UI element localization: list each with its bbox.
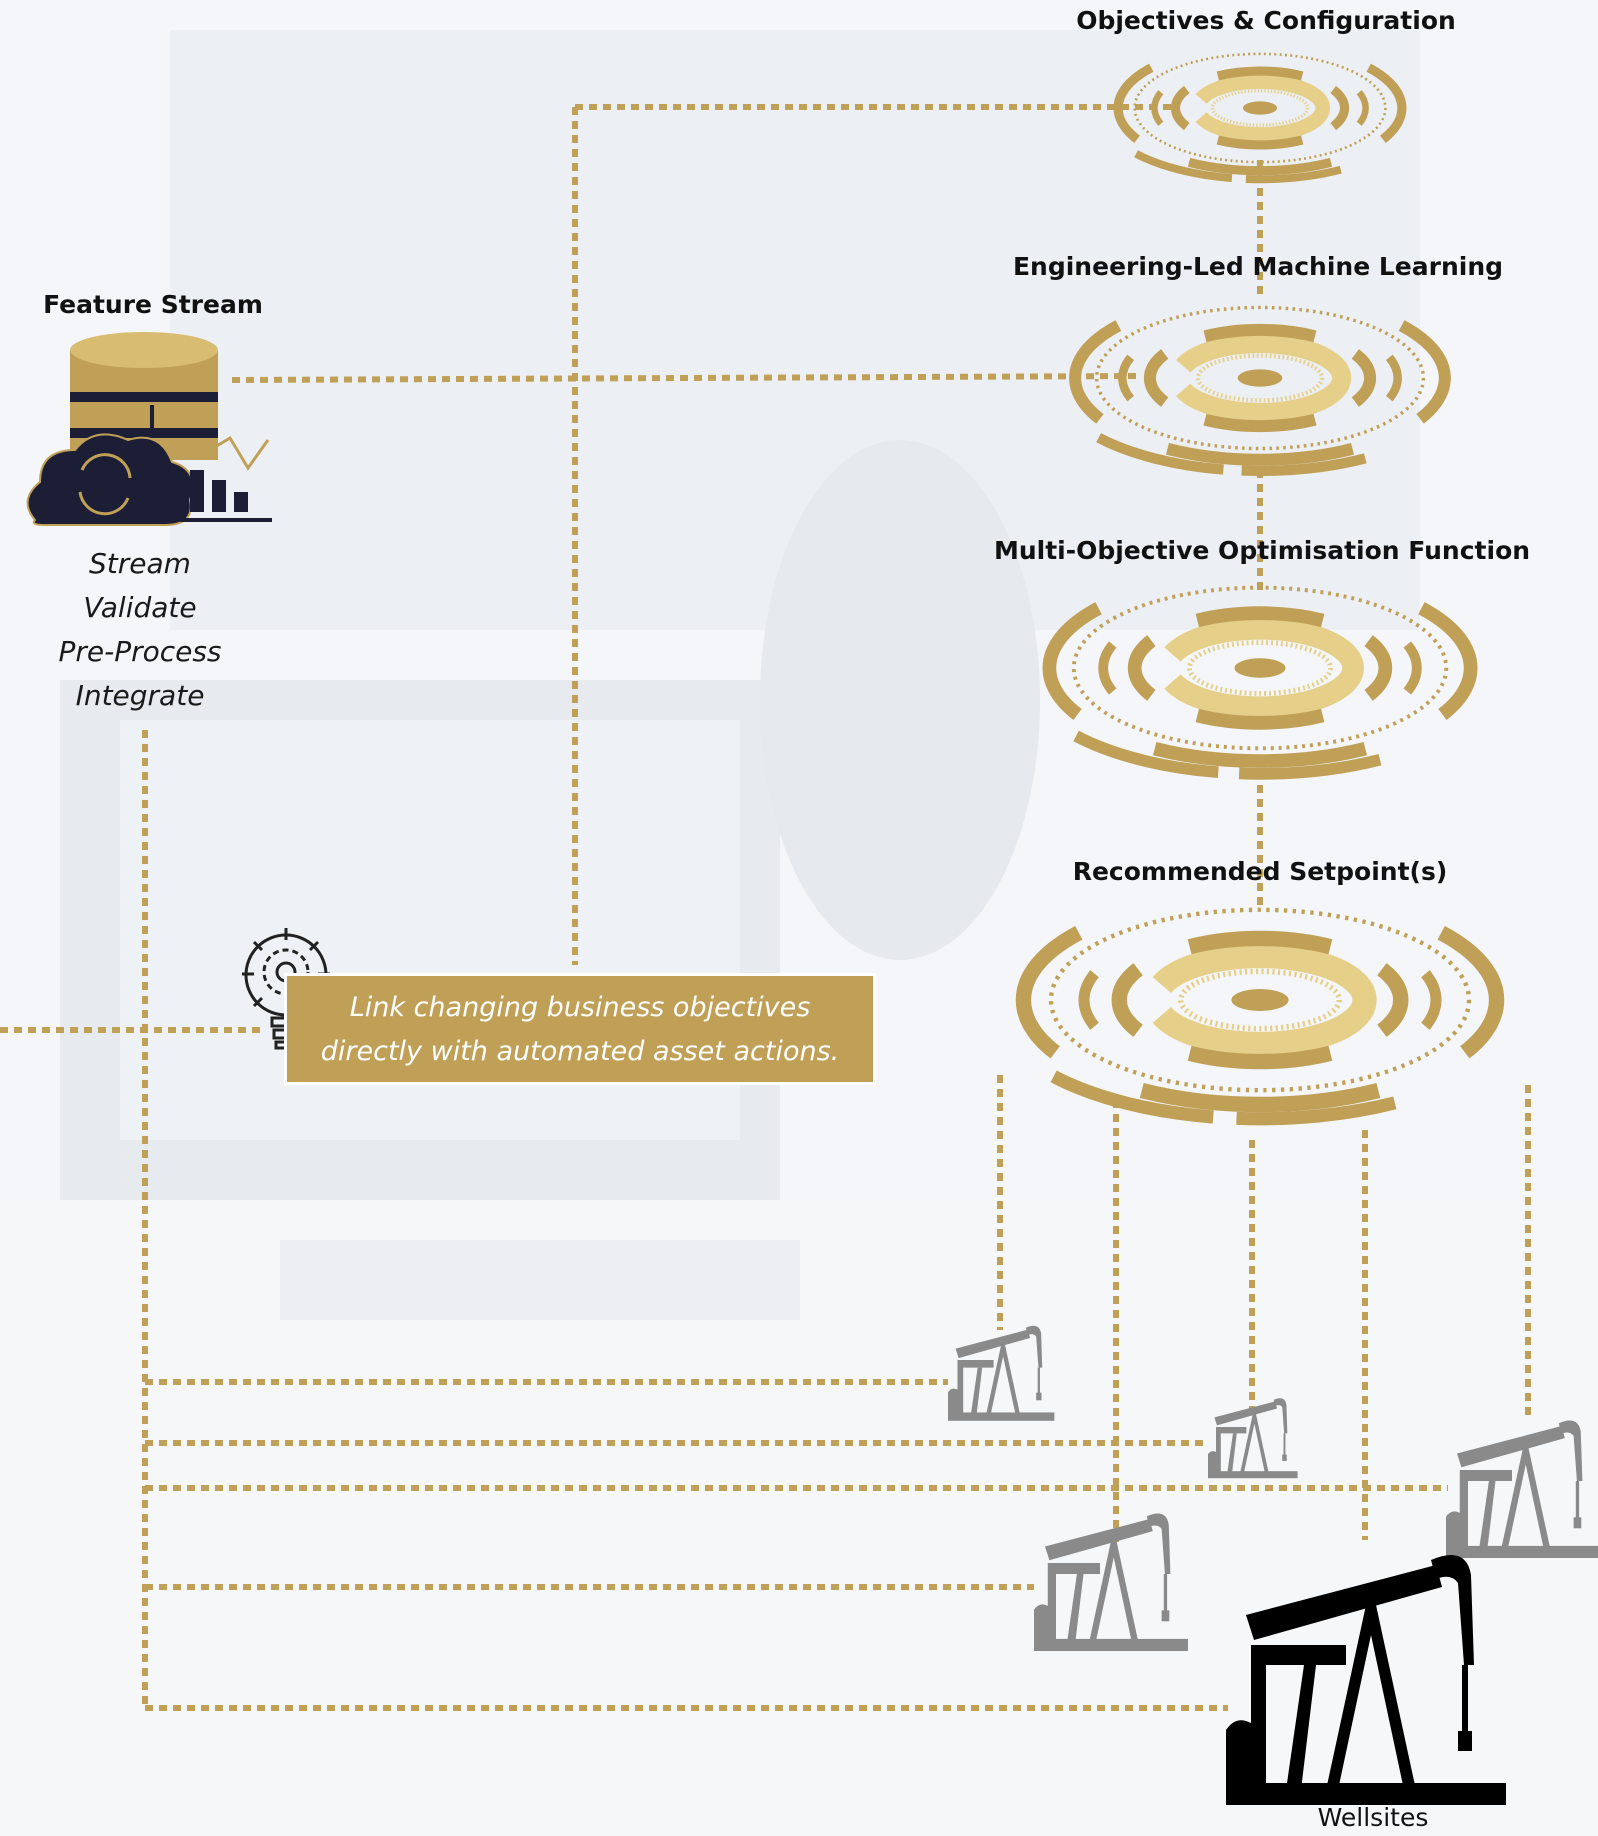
pumpjack-icon	[948, 1325, 1055, 1421]
step-pre-process: Pre-Process	[58, 635, 222, 668]
stage-objectives-title: Objectives & Configuration	[1076, 6, 1456, 35]
pumpjack-icon	[1446, 1420, 1598, 1558]
callout-line-2: directly with automated asset actions.	[320, 1036, 840, 1067]
step-integrate: Integrate	[75, 679, 205, 712]
feature-stream-title: Feature Stream	[43, 290, 263, 319]
connector-feature-stream	[231, 373, 1141, 383]
callout-line-1: Link changing business objectives	[349, 992, 811, 1023]
target-icon-optimisation	[1042, 585, 1478, 780]
target-icon-ml	[1069, 305, 1451, 476]
wellsites-label: Wellsites	[1317, 1803, 1429, 1832]
callout-box: Link changing business objectives direct…	[284, 973, 876, 1085]
step-validate: Validate	[83, 591, 197, 624]
feature-stream-steps: Stream Validate Pre-Process Integrate	[40, 542, 240, 718]
stage-optimisation-title: Multi-Objective Optimisation Function	[993, 536, 1531, 565]
pumpjack-icon	[1034, 1513, 1188, 1651]
database-cloud-chart-icon	[26, 332, 272, 526]
stage-ml-title: Engineering-Led Machine Learning	[1012, 252, 1504, 281]
pumpjack-icon	[1208, 1398, 1298, 1479]
target-icon-objectives	[1113, 52, 1407, 184]
target-icon-setpoints	[1015, 907, 1505, 1126]
stage-setpoints-title: Recommended Setpoint(s)	[1072, 857, 1448, 886]
step-stream: Stream	[89, 547, 191, 580]
pumpjack-icon	[1226, 1555, 1506, 1805]
